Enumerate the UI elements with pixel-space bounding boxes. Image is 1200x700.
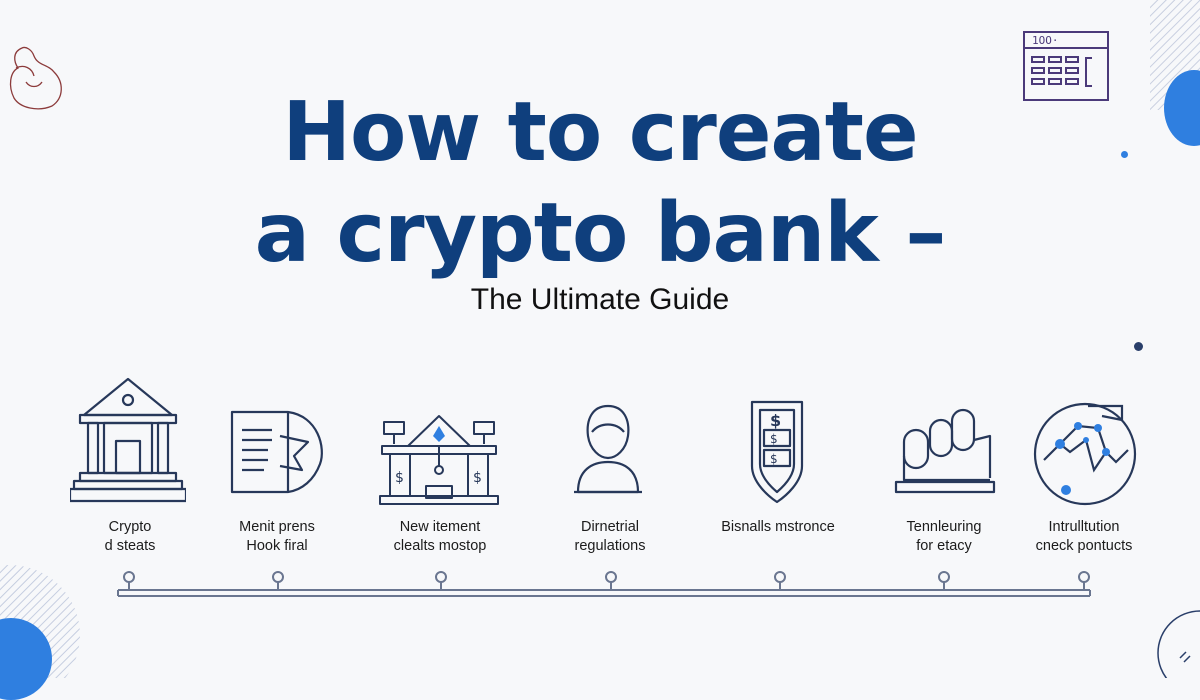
timeline-node <box>605 571 617 583</box>
shield-dollar-icon: $ $ $ <box>750 400 804 504</box>
accent-dot <box>1121 151 1128 158</box>
calendar-grid-icon: 1OO· <box>1023 31 1109 101</box>
bank-building-icon <box>70 377 186 503</box>
timeline-node <box>774 571 786 583</box>
hand-icon <box>894 408 996 494</box>
timeline-node <box>1078 571 1090 583</box>
accent-dot <box>1134 342 1143 351</box>
timeline-rail <box>117 571 1091 597</box>
svg-text:$: $ <box>473 470 482 486</box>
doodle-icon <box>9 46 62 110</box>
network-globe-icon <box>1033 402 1137 506</box>
user-icon <box>574 404 642 494</box>
corner-outline-circle-icon <box>1157 610 1200 678</box>
calendar-header-text: 1OO· <box>1032 34 1059 47</box>
page-title-line1: How to create <box>282 85 918 180</box>
page-subtitle: The Ultimate Guide <box>470 283 730 316</box>
svg-text:$: $ <box>395 470 404 486</box>
timeline-node <box>123 571 135 583</box>
document-icon <box>230 410 323 494</box>
svg-text:$: $ <box>770 411 781 430</box>
timeline-node <box>272 571 284 583</box>
timeline-node <box>435 571 447 583</box>
timeline-node <box>938 571 950 583</box>
balance-house-icon: $ $ <box>379 415 499 505</box>
page-title-line2: a crypto bank – <box>254 186 947 281</box>
svg-text:$: $ <box>770 432 778 446</box>
step-label: Bisnalls mstronce <box>721 519 835 535</box>
svg-text:$: $ <box>770 452 778 466</box>
